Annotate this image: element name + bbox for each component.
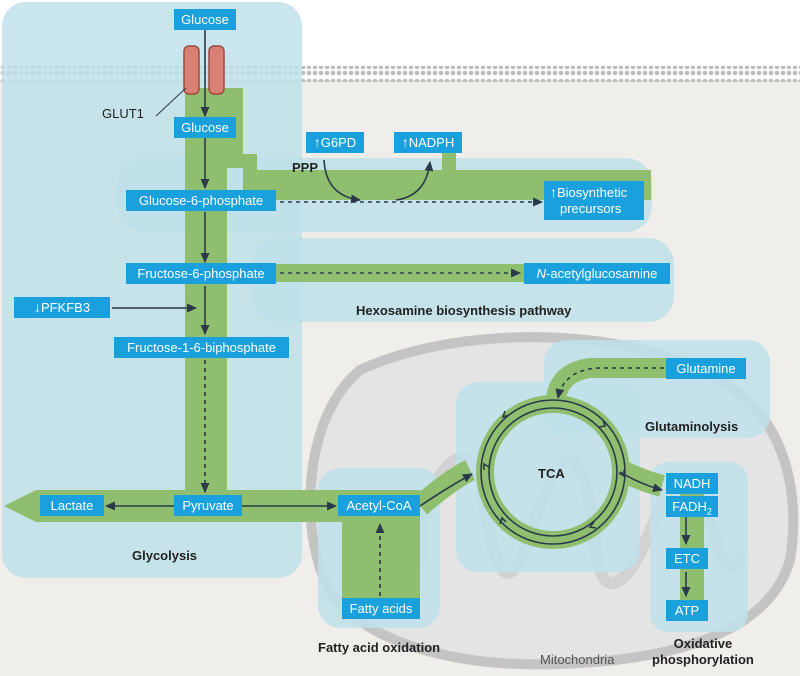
fatty-acid-oxidation-label: Fatty acid oxidation <box>318 640 441 655</box>
tca-cycle-arrows <box>480 399 626 545</box>
glucose-extracellular: Glucose <box>174 9 236 30</box>
n-acetylglucosamine: N-acetylglucosamine <box>524 263 670 284</box>
pyruvate: Pyruvate <box>174 495 242 516</box>
glut1-label: GLUT1 <box>102 106 144 121</box>
fatty-acids: Fatty acids <box>342 598 420 619</box>
atp: ATP <box>666 600 708 621</box>
g6pd-increase: ↑G6PD <box>306 132 364 153</box>
nadph-increase: ↑NADPH <box>394 132 462 153</box>
etc: ETC <box>666 548 708 569</box>
glucose-6-phosphate: Glucose-6-phosphate <box>126 190 276 211</box>
glycolysis-label: Glycolysis <box>132 548 198 563</box>
pfkfb3-decrease: ↓PFKFB3 <box>14 297 110 318</box>
hexosamine-pathway-label: Hexosamine biosynthesis pathway <box>356 303 572 318</box>
glutamine: Glutamine <box>666 358 746 379</box>
pathway-arrows <box>104 30 691 598</box>
glut1-pointer <box>155 87 187 117</box>
nadh: NADH <box>666 473 718 494</box>
glut1-transporter-icon <box>183 45 225 95</box>
fructose-6-phosphate: Fructose-6-phosphate <box>126 263 276 284</box>
acetyl-coa: Acetyl-CoA <box>338 495 420 516</box>
glucose-intracellular: Glucose <box>174 117 236 138</box>
fadh2: FADH2 <box>666 496 718 517</box>
lactate: Lactate <box>40 495 104 516</box>
ppp-label: PPP <box>292 160 319 175</box>
mitochondria-label: Mitochondria <box>540 652 615 667</box>
tca-label: TCA <box>538 466 565 481</box>
fructose-1-6-biphosphate: Fructose-1-6-biphosphate <box>114 337 289 358</box>
glutaminolysis-label: Glutaminolysis <box>645 419 739 434</box>
